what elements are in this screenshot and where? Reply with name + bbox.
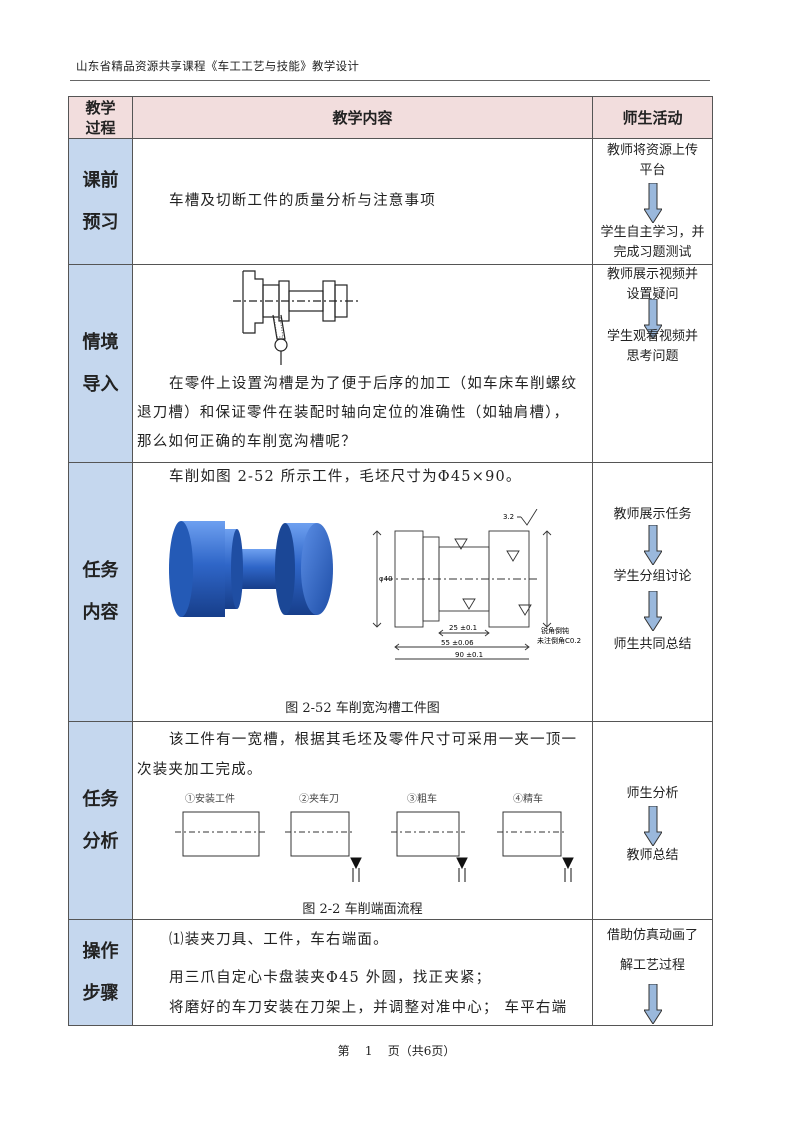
content-text: 那么如何正确的车削宽沟槽呢？ (137, 434, 357, 450)
figure-caption: 图 2-52 车削宽沟槽工件图 (285, 701, 440, 716)
roughness-label: 3.2 (503, 513, 514, 521)
table-header-row: 教学 过程 教学内容 师生活动 (68, 96, 713, 139)
flow-arrow-icon (643, 525, 662, 565)
content-text: 该工件有一宽槽，根据其毛坯及零件尺寸可采用一夹一顶一 (169, 732, 578, 748)
workpiece-3d-image (169, 521, 333, 617)
process-flow-diagram (175, 811, 574, 882)
step-label: ③粗车 (407, 794, 437, 805)
content-text: 用三爪自定心卡盘装夹Φ45 外圆，找正夹紧； (169, 970, 492, 986)
content-text: 车削如图 2-52 所示工件，毛坯尺寸为Φ45×90。 (169, 469, 522, 485)
activity-text: 借助仿真动画了 (606, 928, 698, 943)
dimension-label: 55 ±0.06 (441, 639, 474, 647)
header-content: 教学内容 (132, 96, 593, 139)
step-label: ②夹车刀 (299, 794, 339, 805)
activity-text: 教师展示任务 (613, 507, 692, 522)
content-text: ⑴装夹刀具、工件，车右端面。 (169, 932, 389, 948)
flow-arrow-icon (643, 183, 662, 223)
header-activity: 师生活动 (592, 96, 713, 139)
page-footer: 第 1 页（共6页） (337, 1044, 456, 1058)
stage-cell: 任务 分析 (68, 721, 133, 920)
activity-cell: 借助仿真动画了 解工艺过程 (592, 919, 713, 1026)
activity-cell: 教师将资源上传平台 学生自主学习，并完成习题测试 (592, 138, 713, 265)
activity-text: 师生分析 (626, 786, 679, 801)
figure-caption: 图 2-2 车削端面流程 (302, 902, 423, 917)
header-stage: 教学 过程 (68, 96, 133, 139)
flow-arrow-icon (643, 806, 662, 846)
flow-arrow-icon (643, 591, 662, 631)
activity-cell: 教师展示任务 学生分组讨论 师生共同总结 (592, 462, 713, 722)
activity-cell: 师生分析 教师总结 (592, 721, 713, 920)
content-cell: 该工件有一宽槽，根据其毛坯及零件尺寸可采用一夹一顶一 次装夹加工完成。 ①安装工… (132, 721, 593, 920)
table-row: 课前 预习 车槽及切断工件的质量分析与注意事项 教师将资源上传平台 学生自主学习… (68, 138, 713, 265)
activity-text: 学生自主学习，并完成习题测试 (600, 225, 705, 260)
activity-text: 教师展示视频并设置疑问 (606, 267, 698, 302)
dimension-label: 90 ±0.1 (455, 651, 483, 659)
content-text: 退刀槽）和保证零件在装配时轴向定位的准确性（如轴肩槽）， (137, 405, 570, 421)
stage-cell: 情境 导入 (68, 264, 133, 463)
step-label: ④精车 (513, 794, 543, 805)
content-cell: 在零件上设置沟槽是为了便于后序的加工（如车床车削螺纹 退刀槽）和保证零件在装配时… (132, 264, 593, 463)
content-text: 次装夹加工完成。 (137, 762, 263, 778)
content-cell: 车削如图 2-52 所示工件，毛坯尺寸为Φ45×90。 (132, 462, 593, 722)
table-row: 情境 导入 (68, 264, 713, 463)
content-cell: 车槽及切断工件的质量分析与注意事项 (132, 138, 593, 265)
step-label: ①安装工件 (185, 794, 235, 805)
drawing-note: 锐角倒钝 (541, 626, 569, 635)
content-text: 车槽及切断工件的质量分析与注意事项 (169, 193, 436, 209)
stage-cell: 任务 内容 (68, 462, 133, 722)
activity-text: 学生观看视频并思考问题 (606, 329, 698, 364)
content-text: 在零件上设置沟槽是为了便于后序的加工（如车床车削螺纹 (169, 376, 578, 392)
lesson-table: 教学 过程 教学内容 师生活动 课前 预习 车槽及切断工件的质量分析与注意事项 … (68, 96, 713, 1026)
activity-text: 学生分组讨论 (613, 569, 692, 584)
activity-text: 教师将资源上传平台 (606, 143, 698, 178)
workpiece-drawing: φ40 25 ±0.1 55 ±0.06 90 ±0.1 3.2 锐角倒钝 未注… (372, 509, 581, 660)
activity-cell: 教师展示视频并设置疑问 学生观看视频并思考问题 (592, 264, 713, 463)
flow-arrow-icon (643, 984, 662, 1024)
chuck-diagram-icon (233, 270, 361, 365)
activity-text: 解工艺过程 (619, 958, 685, 973)
dimension-label: 25 ±0.1 (449, 624, 477, 632)
content-cell: ⑴装夹刀具、工件，车右端面。 用三爪自定心卡盘装夹Φ45 外圆，找正夹紧； 将磨… (132, 919, 593, 1026)
stage-cell: 操作 步骤 (68, 919, 133, 1026)
activity-text: 教师总结 (626, 848, 679, 863)
drawing-note: 未注倒角C0.2 (537, 636, 581, 645)
stage-cell: 课前 预习 (68, 138, 133, 265)
table-row: 任务 内容 车削如图 2-52 所示工件，毛坯尺寸为Φ45×90。 (68, 462, 713, 722)
header-rule (70, 80, 710, 81)
table-row: 操作 步骤 ⑴装夹刀具、工件，车右端面。 用三爪自定心卡盘装夹Φ45 外圆，找正… (68, 919, 713, 1026)
flow-arrow-icon (643, 299, 662, 339)
page-header: 山东省精品资源共享课程《车工工艺与技能》教学设计 (76, 59, 360, 73)
activity-text: 师生共同总结 (613, 637, 692, 652)
table-row: 任务 分析 该工件有一宽槽，根据其毛坯及零件尺寸可采用一夹一顶一 次装夹加工完成… (68, 721, 713, 920)
dimension-label: φ40 (379, 575, 393, 583)
content-text: 将磨好的车刀安装在刀架上，并调整对准中心； 车平右端 (169, 1000, 568, 1016)
